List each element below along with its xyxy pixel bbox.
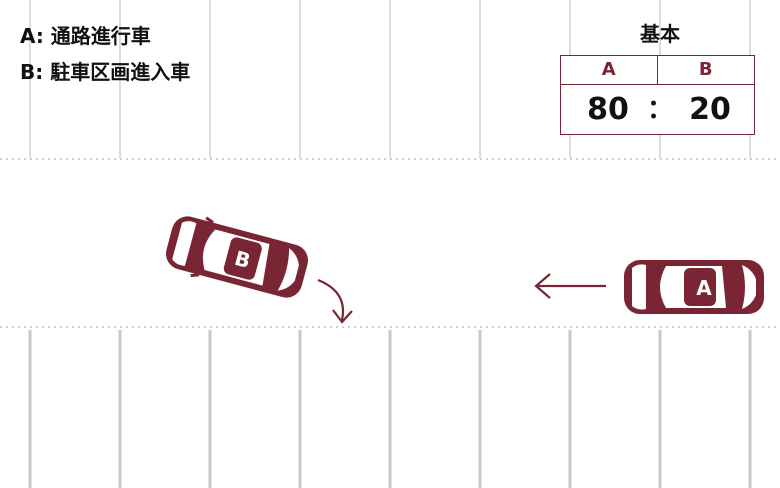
ratio-divider: [561, 84, 754, 85]
turn-arrow-icon: [317, 278, 353, 324]
bottom-parking-lines: [28, 330, 752, 488]
car-a: A: [624, 260, 764, 314]
ratio-header-a: A: [561, 56, 658, 84]
ratio-value-a: 80: [587, 92, 629, 127]
car-a-label: A: [696, 276, 712, 300]
legend-car-b: B: 駐車区画進入車: [20, 60, 191, 84]
left-arrow-icon: [534, 273, 606, 299]
fault-ratio-table: A B 80 ： 20: [560, 55, 755, 135]
car-b: B: [165, 216, 309, 298]
ratio-header-b: B: [698, 59, 713, 80]
car-b-label: B: [232, 246, 253, 273]
legend-car-a: A: 通路進行車: [20, 24, 151, 48]
ratio-value-b: 20: [689, 92, 731, 127]
ratio-separator: ：: [647, 95, 674, 125]
ratio-title: 基本: [640, 22, 680, 46]
